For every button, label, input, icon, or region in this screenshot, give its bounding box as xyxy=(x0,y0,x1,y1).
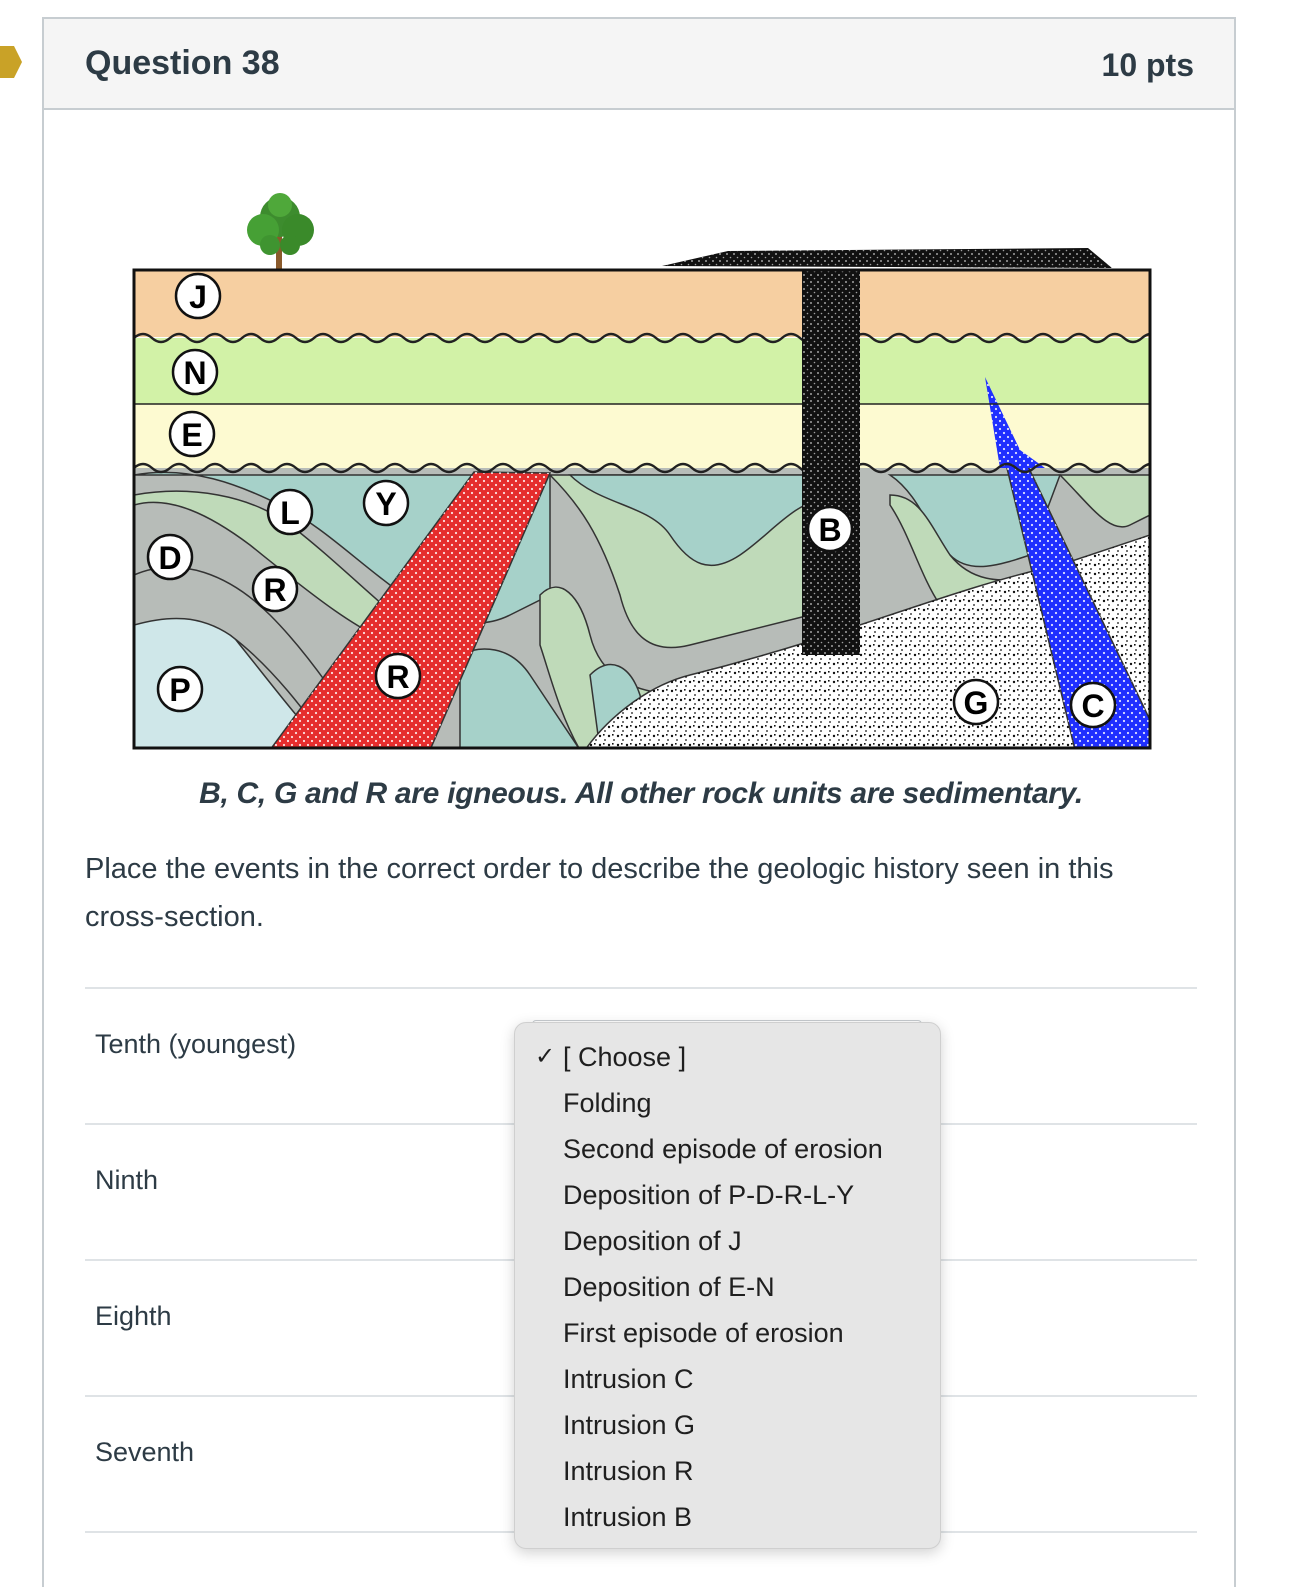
svg-text:P: P xyxy=(169,672,190,708)
dropdown-option[interactable]: Intrusion G xyxy=(563,1410,696,1440)
label-l: L xyxy=(266,488,314,536)
label-g: G xyxy=(952,678,1000,726)
dropdown-option[interactable]: First episode of erosion xyxy=(563,1318,844,1348)
row-label: Seventh xyxy=(95,1437,195,1467)
question-prompt: Place the events in the correct order to… xyxy=(85,853,1114,933)
row-label: Eighth xyxy=(95,1301,172,1331)
dropdown-option[interactable]: Intrusion C xyxy=(563,1364,694,1394)
label-r-lower: R xyxy=(374,652,422,700)
dropdown-option[interactable]: Folding xyxy=(563,1088,652,1118)
dropdown-option[interactable]: Second episode of erosion xyxy=(563,1134,883,1164)
layer-n xyxy=(134,338,1150,404)
label-c: C xyxy=(1069,681,1117,729)
question-card: Question 38 10 pts xyxy=(42,17,1236,1587)
svg-text:R: R xyxy=(263,572,286,608)
dropdown-option[interactable]: Deposition of E-N xyxy=(563,1272,775,1302)
layer-j xyxy=(134,270,1150,337)
dropdown-option[interactable]: Intrusion R xyxy=(563,1456,694,1486)
label-e: E xyxy=(168,410,216,458)
unconformity-upper xyxy=(134,332,1150,344)
svg-text:G: G xyxy=(964,685,989,721)
svg-text:E: E xyxy=(181,417,202,453)
answer-dropdown-menu: ✓ [ Choose ] Folding Second episode of e… xyxy=(514,1022,941,1549)
row-label: Ninth xyxy=(95,1165,159,1195)
tree-icon xyxy=(247,193,314,275)
layer-e xyxy=(134,402,1150,468)
label-r-upper: R xyxy=(251,565,299,613)
dropdown-option[interactable]: Deposition of J xyxy=(563,1226,742,1256)
label-b: B xyxy=(806,505,854,553)
question-points: 10 pts xyxy=(1101,47,1194,83)
geologic-cross-section: J N E L Y D R xyxy=(132,193,1152,750)
svg-text:D: D xyxy=(158,540,181,576)
label-y: Y xyxy=(362,479,410,527)
row-label: Tenth (youngest) xyxy=(95,1029,297,1059)
label-p: P xyxy=(156,665,204,713)
svg-text:B: B xyxy=(818,512,841,548)
label-d: D xyxy=(146,533,194,581)
dropdown-option[interactable]: Deposition of P-D-R-L-Y xyxy=(563,1180,855,1210)
dropdown-option-choose[interactable]: ✓ [ Choose ] xyxy=(515,1034,940,1080)
svg-text:N: N xyxy=(183,355,206,391)
svg-text:R: R xyxy=(386,659,409,695)
label-j: J xyxy=(174,272,222,320)
question-title: Question 38 xyxy=(85,44,280,82)
svg-text:L: L xyxy=(280,495,300,531)
unconformity-lower xyxy=(134,462,1150,474)
svg-text:C: C xyxy=(1081,688,1104,724)
rock-unit-labels: J N E L Y D R xyxy=(146,272,1117,729)
svg-text:Y: Y xyxy=(375,486,396,522)
question-header: Question 38 10 pts xyxy=(44,19,1234,110)
label-n: N xyxy=(171,348,219,396)
question-flag-icon[interactable] xyxy=(0,46,22,78)
checkmark-icon: ✓ xyxy=(535,1043,556,1070)
dropdown-option[interactable]: Intrusion B xyxy=(563,1502,693,1532)
svg-text:J: J xyxy=(189,279,207,315)
diagram-caption: B, C, G and R are igneous. All other roc… xyxy=(199,777,1083,810)
